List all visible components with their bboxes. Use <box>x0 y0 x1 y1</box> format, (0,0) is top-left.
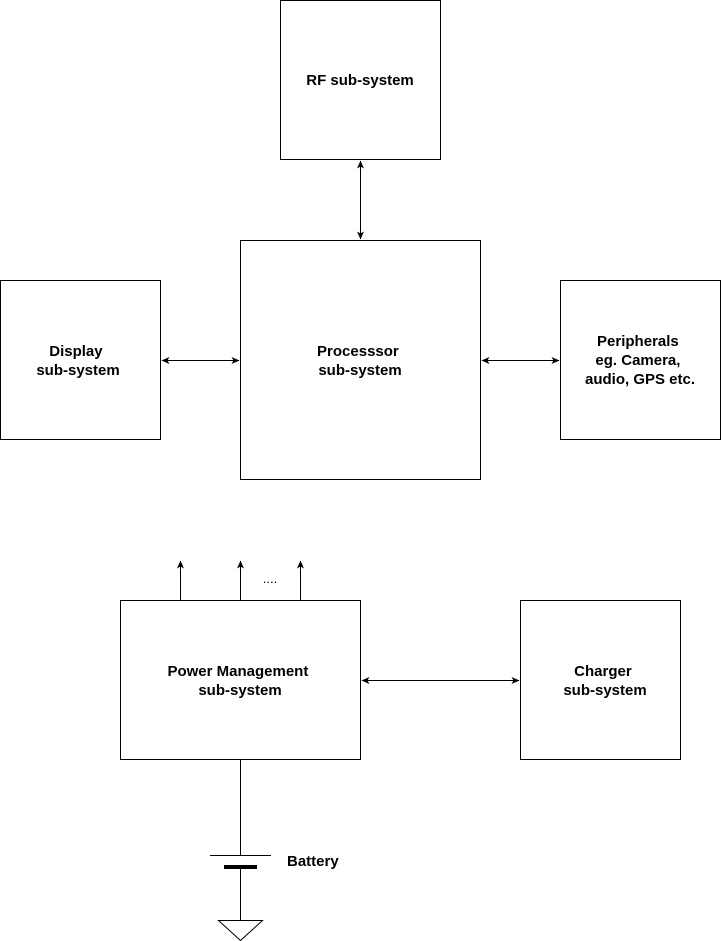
power-management-block: Power Management sub-system <box>120 600 361 760</box>
processor-subsystem-block: Processsor sub-system <box>240 240 481 480</box>
ground-symbol-icon <box>217 920 264 941</box>
display-subsystem-block: Display sub-system <box>0 280 161 440</box>
charger-subsystem-block: Charger sub-system <box>520 600 681 760</box>
display-subsystem-label: Display sub-system <box>36 343 119 379</box>
peripherals-label: Peripherals eg. Camera, audio, GPS etc. <box>585 333 695 388</box>
power-management-label: Power Management sub-system <box>167 663 312 699</box>
charger-subsystem-label: Charger sub-system <box>563 663 646 699</box>
processor-subsystem-label: Processsor sub-system <box>317 343 403 379</box>
rf-subsystem-label: RF sub-system <box>306 72 414 89</box>
power-outputs-ellipsis: .... <box>263 571 277 586</box>
rf-subsystem-block: RF sub-system <box>280 0 441 160</box>
peripherals-block: Peripherals eg. Camera, audio, GPS etc. <box>560 280 721 440</box>
battery-label: Battery <box>287 853 339 870</box>
